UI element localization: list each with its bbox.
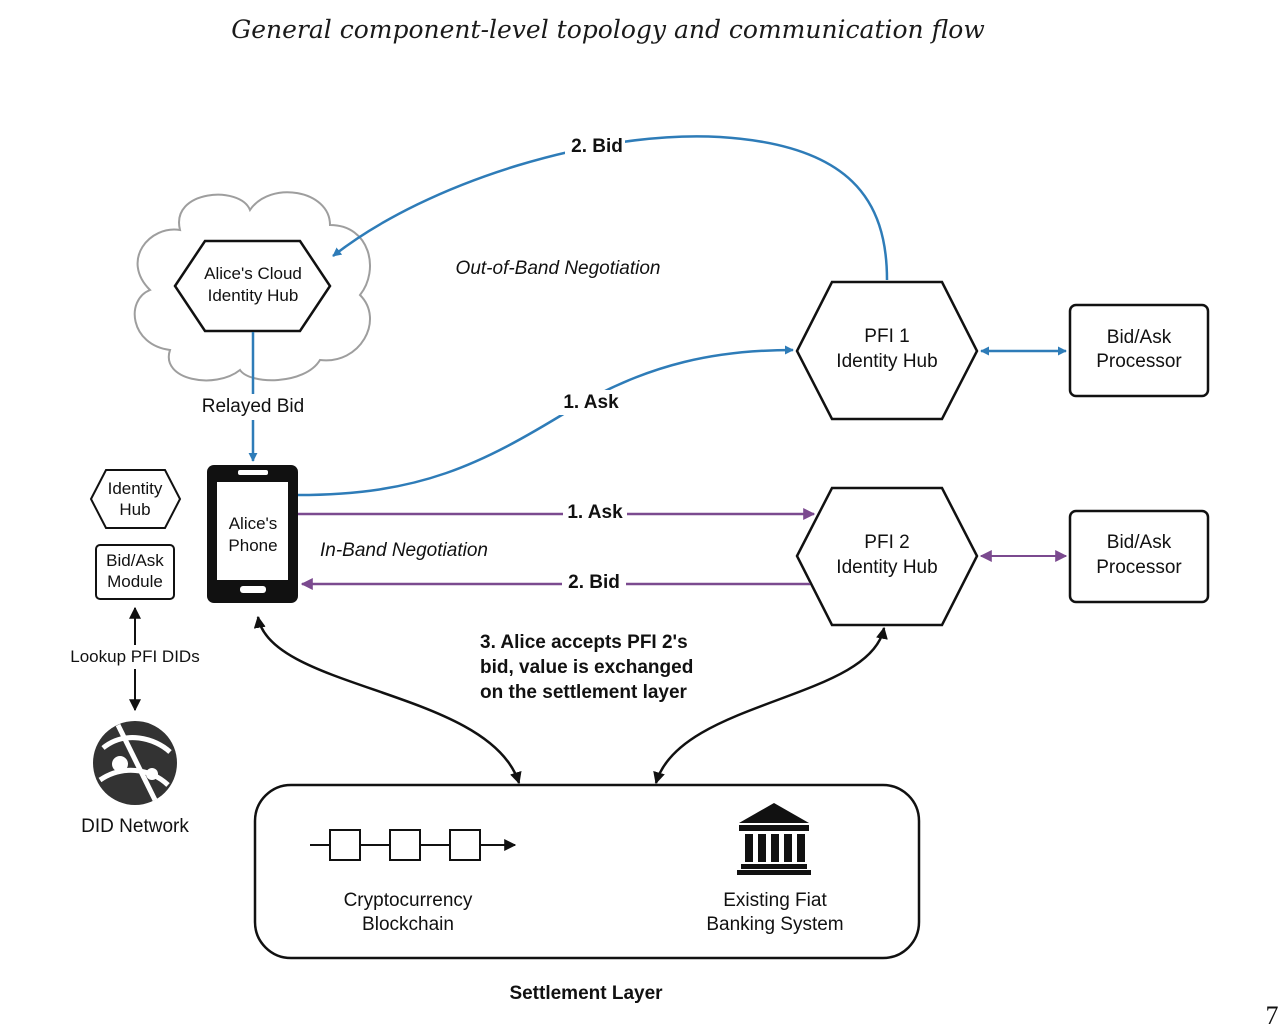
legend-module-label-1: Bid/Ask (106, 551, 164, 570)
pfi2-identity-hub: PFI 2 Identity Hub (795, 486, 979, 627)
bank-icon (737, 803, 811, 875)
pfi2-settlement-edge (653, 626, 888, 785)
bid-oob-edge (332, 135, 889, 281)
diagram-title: General component-level topology and com… (231, 15, 984, 44)
legend-identity-hub: Identity Hub (89, 469, 182, 529)
lookup-label: Lookup PFI DIDs (70, 647, 199, 666)
legend-module-label-2: Module (107, 572, 163, 591)
bid-ask-processor-2: Bid/Ask Processor (1068, 509, 1210, 604)
phone-home-button-icon (240, 586, 266, 593)
did-network-label: DID Network (81, 816, 189, 837)
phone-label-2: Phone (228, 536, 277, 555)
processor1-label-2: Processor (1096, 351, 1182, 372)
pfi1-label-1: PFI 1 (864, 326, 909, 347)
cloud-hub-label-1: Alice's Cloud (204, 264, 302, 283)
did-network-icon (93, 721, 177, 805)
pfi1-label-2: Identity Hub (836, 351, 937, 372)
pfi2-label-1: PFI 2 (864, 532, 909, 553)
processor2-label-2: Processor (1096, 557, 1182, 578)
processor1-label-1: Bid/Ask (1107, 327, 1172, 348)
phone-label-1: Alice's (229, 514, 278, 533)
bid-ib-label: 2. Bid (568, 572, 620, 593)
pfi1-identity-hub: PFI 1 Identity Hub (795, 280, 979, 421)
accept-line-2: bid, value is exchanged (480, 657, 693, 678)
bid-ask-processor-1: Bid/Ask Processor (1068, 303, 1210, 398)
processor2-label-1: Bid/Ask (1107, 532, 1172, 553)
pfi2-label-2: Identity Hub (836, 557, 937, 578)
in-band-label: In-Band Negotiation (320, 540, 488, 561)
legend-bid-ask-module: Bid/Ask Module (95, 544, 175, 600)
cloud-identity-hub: Alice's Cloud Identity Hub (173, 239, 332, 333)
cloud-hub-label-2: Identity Hub (208, 286, 299, 305)
relayed-bid-label: Relayed Bid (202, 396, 304, 417)
blockchain-label-1: Cryptocurrency (344, 890, 473, 911)
page-number: 7 (1266, 1001, 1279, 1030)
bid-oob-label: 2. Bid (571, 136, 623, 157)
settlement-layer-label: Settlement Layer (509, 983, 663, 1004)
alice-phone: Alice's Phone (207, 465, 298, 603)
out-of-band-label: Out-of-Band Negotiation (456, 258, 661, 279)
accept-line-1: 3. Alice accepts PFI 2's (480, 632, 688, 653)
ask-oob-label: 1. Ask (563, 392, 619, 413)
fiat-label-2: Banking System (706, 914, 843, 935)
blockchain-label-2: Blockchain (362, 914, 454, 935)
legend-hub-label-1: Identity (108, 479, 163, 498)
accept-line-3: on the settlement layer (480, 682, 688, 703)
ask-ib-label: 1. Ask (567, 502, 623, 523)
legend-hub-label-2: Hub (119, 500, 150, 519)
ask-oob-edge (297, 345, 794, 497)
phone-speaker-icon (238, 470, 268, 475)
phone-settlement-edge (253, 615, 522, 785)
blockchain-icon (310, 829, 517, 861)
fiat-label-1: Existing Fiat (723, 890, 827, 911)
